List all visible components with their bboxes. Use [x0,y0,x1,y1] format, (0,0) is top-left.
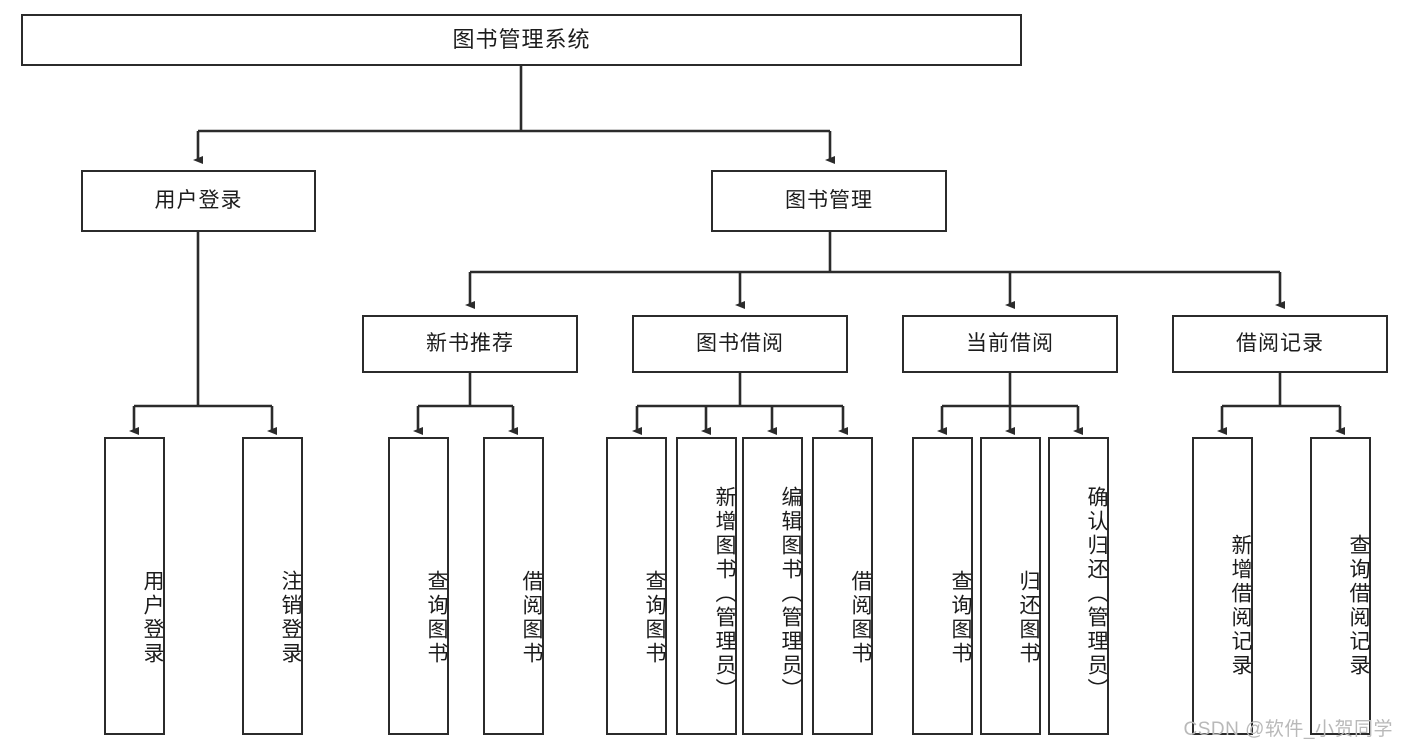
node-leaf-query-book-3[interactable]: 查询图书 [912,437,973,735]
node-leaf-borrow-book-2[interactable]: 借阅图书 [812,437,873,735]
node-leaf-add-book[interactable]: 新增图书（管理员） [676,437,737,735]
node-book-borrow[interactable]: 图书借阅 [632,315,848,373]
node-leaf-confirm-return[interactable]: 确认归还（管理员） [1048,437,1109,735]
node-user-login[interactable]: 用户登录 [81,170,316,232]
node-leaf-edit-book[interactable]: 编辑图书（管理员） [742,437,803,735]
node-leaf-query-book-2[interactable]: 查询图书 [606,437,667,735]
node-leaf-logout-login[interactable]: 注销登录 [242,437,303,735]
csdn-watermark: CSDN @软件_小贺同学 [1183,719,1393,740]
node-leaf-add-record[interactable]: 新增借阅记录 [1192,437,1253,735]
node-leaf-user-login[interactable]: 用户登录 [104,437,165,735]
node-leaf-borrow-book-1[interactable]: 借阅图书 [483,437,544,735]
node-current-borrow[interactable]: 当前借阅 [902,315,1118,373]
node-leaf-return-book[interactable]: 归还图书 [980,437,1041,735]
node-borrow-record[interactable]: 借阅记录 [1172,315,1388,373]
node-leaf-query-book-1[interactable]: 查询图书 [388,437,449,735]
node-root-system[interactable]: 图书管理系统 [21,14,1022,66]
node-new-book-recommend[interactable]: 新书推荐 [362,315,578,373]
node-book-management[interactable]: 图书管理 [711,170,947,232]
node-leaf-query-record[interactable]: 查询借阅记录 [1310,437,1371,735]
